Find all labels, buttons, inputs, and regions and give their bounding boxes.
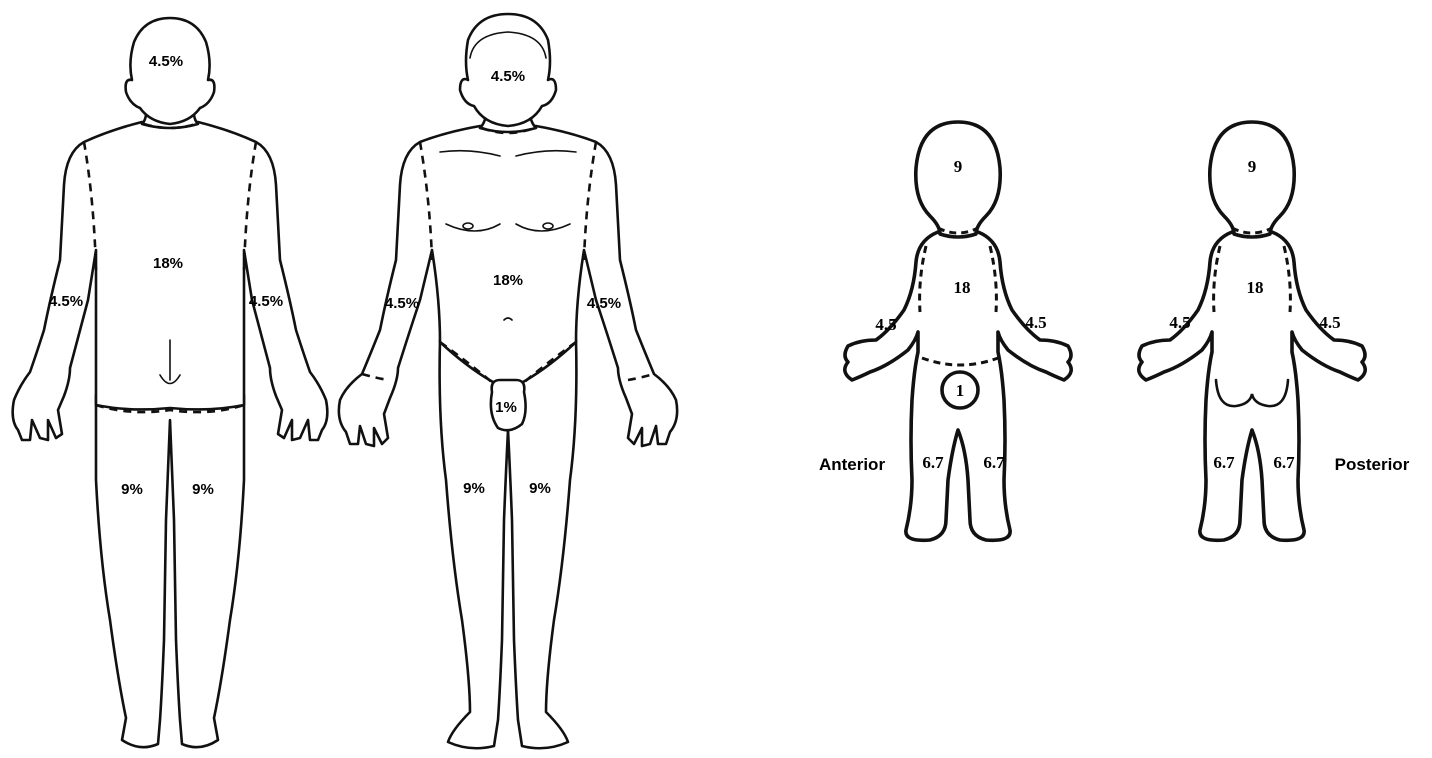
child-anterior-head (916, 122, 1000, 237)
child-anterior-right-leg-label: 6.7 (983, 453, 1005, 472)
child-posterior-right-leg-label: 6.7 (1273, 453, 1295, 472)
child-anterior-left-leg-label: 6.7 (922, 453, 944, 472)
child-anterior-genitals-label: 1 (956, 381, 965, 400)
adult-posterior-head (126, 18, 215, 124)
adult-anterior-left-leg-label: 9% (463, 480, 485, 497)
child-posterior-head (1210, 122, 1294, 237)
adult-posterior-right-arm-label: 4.5% (249, 293, 283, 310)
child-anterior-head-label: 9 (954, 157, 963, 176)
child-posterior-view-label: Posterior (1335, 455, 1410, 474)
adult-posterior-right-leg-label: 9% (192, 481, 214, 498)
child-anterior-figure: 9 18 4.5 4.5 1 6.7 6.7 Anterior (819, 122, 1071, 540)
child-posterior-head-label: 9 (1248, 157, 1257, 176)
child-anterior-trunk-label: 18 (954, 278, 971, 297)
adult-anterior-head-label: 4.5% (491, 68, 525, 85)
adult-anterior-right-leg-label: 9% (529, 480, 551, 497)
adult-posterior-torso (13, 122, 328, 440)
adult-anterior-trunk-label: 18% (493, 272, 523, 289)
child-posterior-figure: 9 18 4.5 4.5 6.7 6.7 Posterior (1139, 122, 1410, 540)
adult-posterior-figure: 4.5% 18% 4.5% 4.5% 9% 9% (13, 18, 328, 747)
adult-anterior-left-arm-label: 4.5% (385, 295, 419, 312)
adult-posterior-legs (96, 395, 244, 747)
adult-posterior-left-arm-label: 4.5% (49, 293, 83, 310)
child-anterior-view-label: Anterior (819, 455, 886, 474)
adult-anterior-genitals-label: 1% (495, 399, 517, 416)
adult-posterior-head-label: 4.5% (149, 53, 183, 70)
child-posterior-trunk-label: 18 (1247, 278, 1264, 297)
child-posterior-right-arm-label: 4.5 (1319, 313, 1340, 332)
child-anterior-left-arm-label: 4.5 (875, 315, 896, 334)
adult-anterior-right-arm-label: 4.5% (587, 295, 621, 312)
adult-posterior-trunk-label: 18% (153, 255, 183, 272)
child-anterior-right-arm-label: 4.5 (1025, 313, 1046, 332)
child-posterior-left-leg-label: 6.7 (1213, 453, 1235, 472)
adult-posterior-left-leg-label: 9% (121, 481, 143, 498)
child-posterior-left-arm-label: 4.5 (1169, 313, 1190, 332)
adult-anterior-figure: 4.5% 18% 4.5% 4.5% 1% 9% 9% (339, 14, 677, 748)
